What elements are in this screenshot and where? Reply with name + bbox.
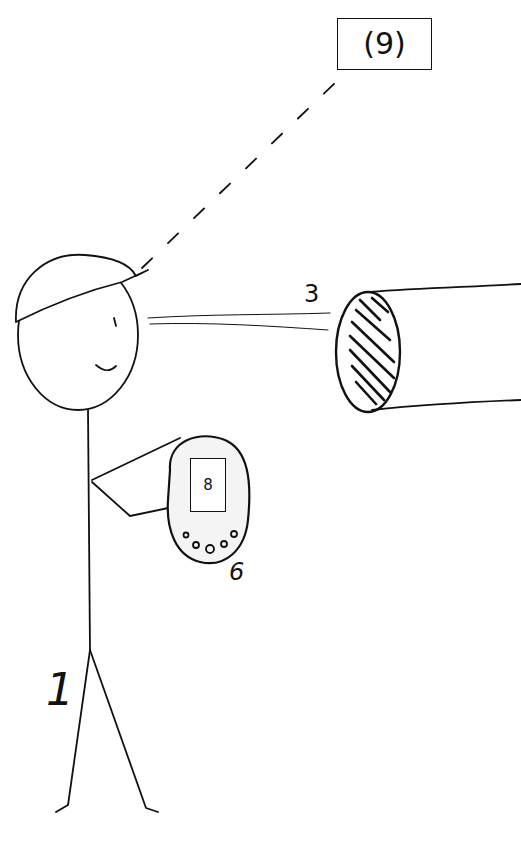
device-screen: 8 (190, 458, 226, 512)
device-button (231, 531, 237, 537)
beam (150, 323, 328, 330)
beam (148, 313, 330, 318)
eye (114, 318, 116, 326)
device-button (221, 541, 227, 547)
hard-hat (16, 255, 148, 322)
dashed-sight-line (142, 82, 336, 268)
pipe-wall (370, 284, 521, 292)
node-text: 8 (203, 478, 213, 493)
device-button (206, 545, 214, 553)
pipe-shading (350, 298, 394, 404)
handheld-device (168, 436, 250, 563)
callout-number: 3 (304, 282, 319, 306)
callout-number: 1 (46, 668, 74, 712)
smile (96, 365, 116, 370)
device-button (184, 533, 189, 538)
pipe-opening (336, 292, 400, 412)
node-text: (9) (363, 29, 406, 59)
device-button (193, 542, 199, 548)
callout-number: 6 (229, 560, 244, 584)
torso (88, 410, 90, 650)
leg (90, 650, 158, 812)
reference-box: (9) (337, 18, 432, 70)
pipe-wall (372, 400, 521, 410)
